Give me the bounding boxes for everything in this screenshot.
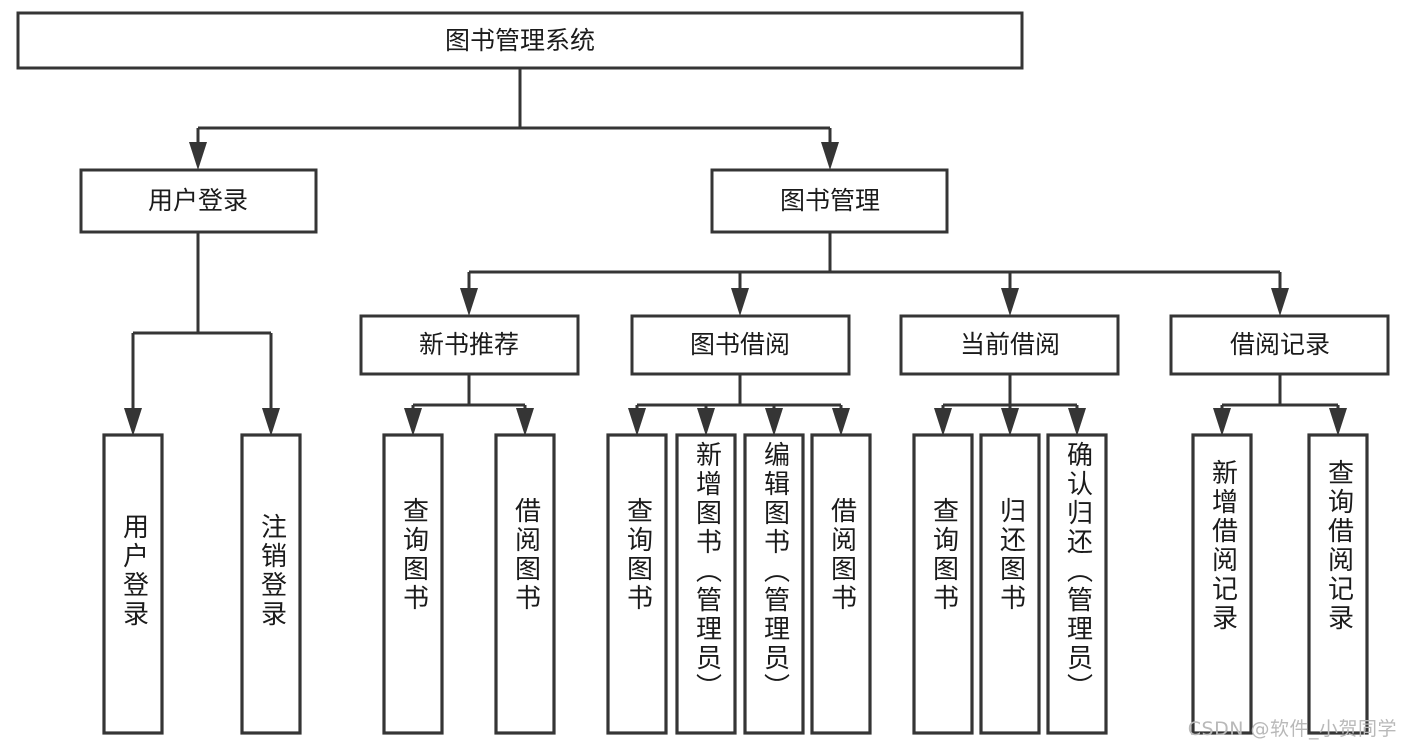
leaf-box-query-book-1 (382, 433, 444, 735)
leaf-box-add-book (675, 433, 737, 735)
root-label: 图书管理系统 (445, 26, 595, 55)
connector-new-book-recommend-to-leaves (404, 374, 534, 436)
book-borrow-label: 图书借阅 (690, 330, 790, 359)
leaf-box-add-borrow-record (1191, 433, 1253, 735)
node-root: 图书管理系统 (16, 11, 1024, 70)
leaf-box-edit-book (743, 433, 805, 735)
arrow-to-leaf-query-borrow-record (1329, 408, 1347, 436)
connector-root-to-level2 (189, 68, 839, 170)
arrow-to-current-borrow (1001, 288, 1019, 316)
node-current-borrow: 当前借阅 (899, 314, 1120, 376)
connector-user-login-to-leaves (124, 232, 280, 436)
arrow-to-leaf-query-book-3 (934, 408, 952, 436)
leaf-box-return-book (979, 433, 1041, 735)
arrow-to-leaf-add-borrow-record (1213, 408, 1231, 436)
user-login-box (79, 168, 318, 234)
node-user-login: 用户登录 (79, 168, 318, 234)
connector-book-borrow-to-leaves (628, 374, 850, 436)
arrow-to-leaf-logout (262, 408, 280, 436)
node-book-borrow: 图书借阅 (630, 314, 851, 376)
connector-book-management-to-level3 (460, 232, 1289, 316)
arrow-to-new-book-recommend (460, 288, 478, 316)
arrow-to-leaf-query-book-2 (628, 408, 646, 436)
borrow-record-label: 借阅记录 (1230, 330, 1330, 359)
node-book-management: 图书管理 (710, 168, 949, 234)
leaf-box-query-book-2 (606, 433, 668, 735)
arrow-to-leaf-edit-book (765, 408, 783, 436)
leaf-box-logout (240, 433, 302, 735)
current-borrow-box (899, 314, 1120, 376)
leaf-box-borrow-book-2 (810, 433, 872, 735)
node-borrow-record: 借阅记录 (1169, 314, 1390, 376)
arrow-to-leaf-add-book (697, 408, 715, 436)
leaf-box-query-book-3 (912, 433, 974, 735)
user-login-label: 用户登录 (148, 186, 248, 215)
connector-current-borrow-to-leaves (934, 374, 1086, 436)
connector-borrow-record-to-leaves (1213, 374, 1347, 436)
arrow-to-leaf-borrow-book-1 (516, 408, 534, 436)
book-management-label: 图书管理 (780, 186, 880, 215)
arrow-to-user-login (189, 142, 207, 170)
arrow-to-leaf-borrow-book-2 (832, 408, 850, 436)
arrow-to-leaf-return-book (1001, 408, 1019, 436)
arrow-to-leaf-query-book-1 (404, 408, 422, 436)
arrow-to-leaf-confirm-return (1068, 408, 1086, 436)
arrow-to-leaf-user-login (124, 408, 142, 436)
leaf-box-borrow-book-1 (494, 433, 556, 735)
leaf-box-confirm-return (1046, 433, 1108, 735)
root-box (16, 11, 1024, 70)
arrow-to-book-management (821, 142, 839, 170)
node-new-book-recommend: 新书推荐 (359, 314, 580, 376)
arrow-to-book-borrow (731, 288, 749, 316)
leaf-box-query-borrow-record (1307, 433, 1369, 735)
csdn-watermark: CSDN @软件_小贺同学 (1187, 718, 1397, 740)
arrow-to-borrow-record (1271, 288, 1289, 316)
leaf-box-user-login (102, 433, 164, 735)
new-book-recommend-box (359, 314, 580, 376)
new-book-recommend-label: 新书推荐 (419, 330, 519, 359)
current-borrow-label: 当前借阅 (960, 330, 1060, 359)
